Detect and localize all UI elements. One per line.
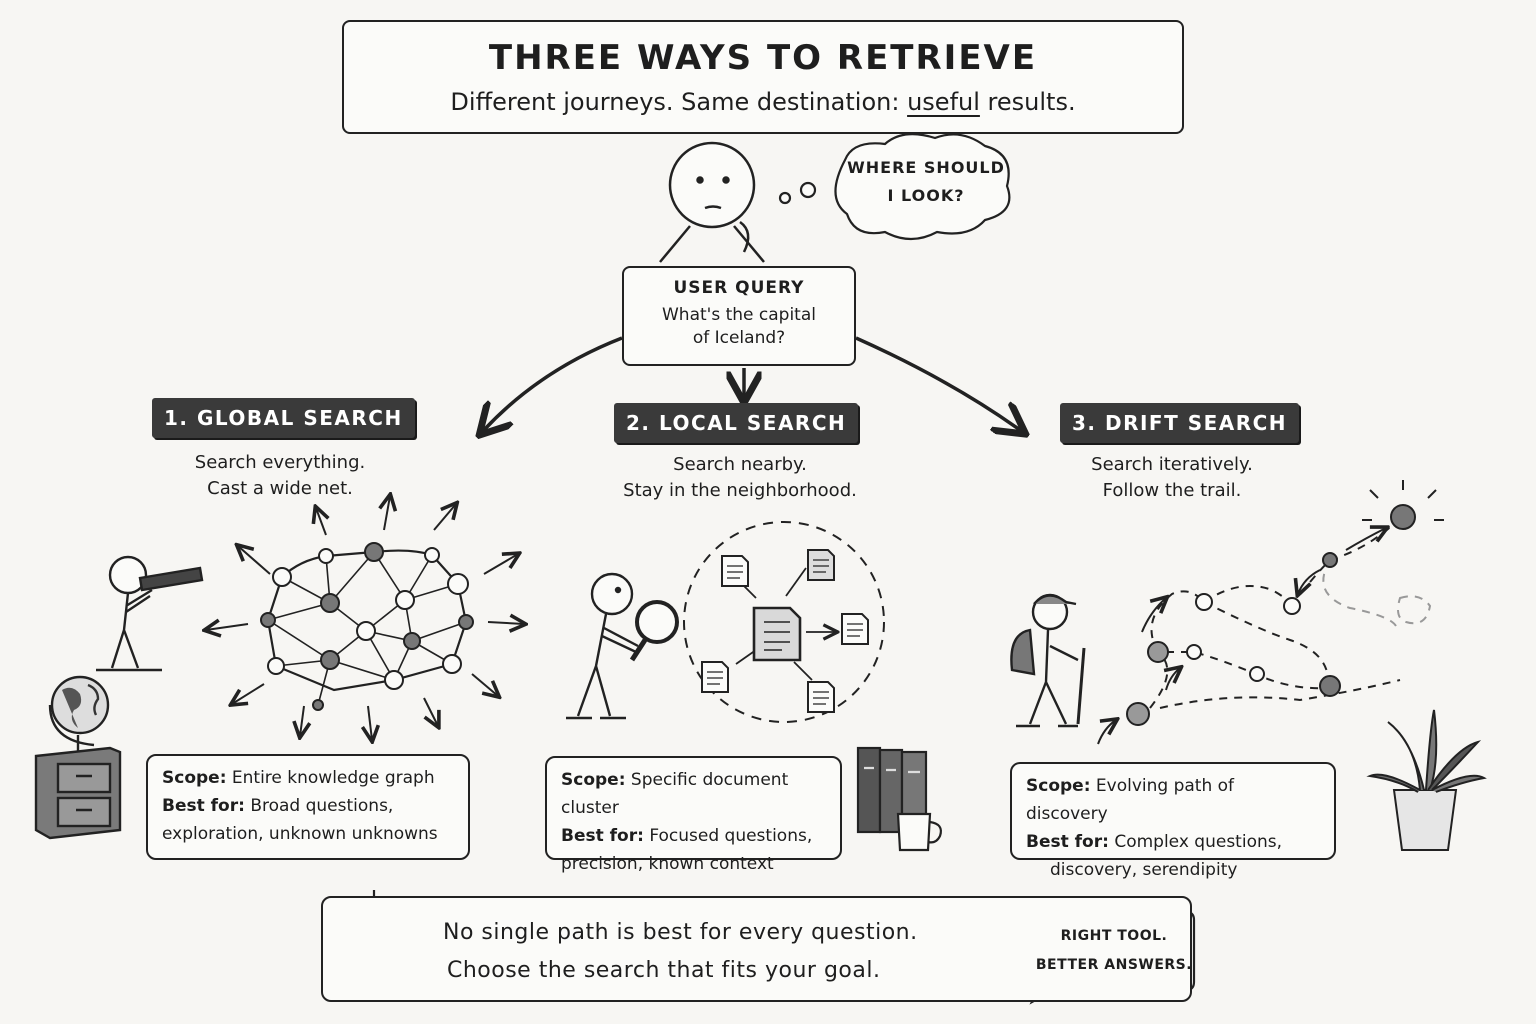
local-search-tag: 2. LOCAL SEARCH — [614, 403, 859, 443]
local-desc-line-2: Stay in the neighborhood. — [623, 480, 857, 501]
scope-value: Evolving path of discovery — [1026, 776, 1235, 824]
drift-desc-line-1: Search iteratively. — [1091, 454, 1253, 475]
global-best-for: Best for: Broad questions, — [162, 792, 454, 820]
best-for-label: Best for: — [162, 796, 245, 816]
best-for-value: Broad questions, — [250, 796, 394, 816]
thought-line-1: WHERE SHOULD — [847, 158, 1005, 177]
global-desc-line-1: Search everything. — [194, 452, 366, 473]
local-best-for-cont: precision, known context — [561, 854, 774, 874]
thought-text: WHERE SHOULD I LOOK? — [840, 154, 1012, 210]
thinking-person-icon — [659, 141, 765, 263]
scope-label: Scope: — [162, 768, 227, 788]
global-scope: Scope: Entire knowledge graph — [162, 764, 454, 792]
drift-search-description: Search iteratively. Follow the trail. — [1022, 452, 1322, 504]
magnifier-person-icon — [566, 572, 679, 720]
footer-line-2: Choose the search that fits your goal. — [447, 958, 881, 983]
drift-search-info: Scope: Evolving path of discovery Best f… — [1010, 762, 1336, 880]
coffee-mug-icon — [896, 812, 942, 852]
global-search-tag: 1. GLOBAL SEARCH — [152, 398, 415, 438]
thought-bubble-icon — [778, 133, 1011, 241]
page-title: THREE WAYS TO RETRIEVE — [488, 38, 1038, 78]
global-best-for-cont: exploration, unknown unknowns — [162, 824, 438, 844]
sun-icon — [1362, 480, 1444, 521]
speech-line-2: BETTER ANSWERS. — [1035, 957, 1193, 973]
local-search-info: Scope: Specific document cluster Best fo… — [545, 756, 842, 874]
best-for-value: Focused questions, — [649, 826, 813, 846]
thought-line-2: I LOOK? — [887, 186, 965, 205]
drift-search-tag: 3. DRIFT SEARCH — [1060, 403, 1300, 443]
scope-label: Scope: — [561, 770, 626, 790]
user-query-box: USER QUERY What's the capital of Iceland… — [622, 266, 856, 366]
subtitle-suffix: results. — [987, 88, 1076, 116]
hiker-icon — [1010, 593, 1086, 728]
drift-scope: Scope: Evolving path of discovery — [1026, 772, 1320, 828]
subtitle-prefix: Different journeys. Same destination: — [450, 88, 900, 116]
scope-value: Specific document cluster — [561, 770, 789, 818]
speech-text: RIGHT TOOL. BETTER ANSWERS. — [1034, 922, 1194, 980]
speech-line-1: RIGHT TOOL. — [1060, 928, 1168, 944]
footer-text: No single path is best for every questio… — [443, 914, 918, 990]
drift-best-for: Best for: Complex questions, — [1026, 828, 1320, 856]
footer-line-1: No single path is best for every questio… — [443, 920, 918, 945]
footer-box: No single path is best for every questio… — [321, 896, 1192, 1002]
scope-value: Entire knowledge graph — [231, 768, 435, 788]
page-subtitle: Different journeys. Same destination: us… — [344, 88, 1182, 116]
telescope-person-icon — [96, 555, 204, 672]
knowledge-graph-icon — [206, 496, 524, 740]
query-line-2: of Iceland? — [692, 328, 786, 348]
best-for-value: Complex questions, — [1114, 832, 1283, 852]
user-query-label: USER QUERY — [673, 278, 805, 298]
title-box: THREE WAYS TO RETRIEVE Different journey… — [342, 20, 1184, 134]
global-desc-line-2: Cast a wide net. — [207, 478, 353, 499]
drift-best-for-cont: discovery, serendipity — [1050, 860, 1238, 880]
globe-icon — [48, 675, 110, 757]
local-scope: Scope: Specific document cluster — [561, 766, 826, 822]
subtitle-emphasis: useful — [907, 88, 980, 116]
global-search-info: Scope: Entire knowledge graph Best for: … — [146, 754, 470, 860]
scope-label: Scope: — [1026, 776, 1091, 796]
best-for-label: Best for: — [1026, 832, 1109, 852]
local-desc-line-1: Search nearby. — [673, 454, 807, 475]
trail-path-icon — [1097, 504, 1432, 745]
document-icon — [701, 549, 869, 713]
potted-plant-icon — [1366, 709, 1487, 851]
query-line-1: What's the capital — [662, 305, 816, 325]
user-query-text: What's the capital of Iceland? — [624, 304, 854, 350]
file-cabinet-icon — [34, 746, 122, 840]
neighborhood-boundary — [683, 521, 885, 723]
best-for-label: Best for: — [561, 826, 644, 846]
global-search-description: Search everything. Cast a wide net. — [130, 450, 430, 502]
local-best-for: Best for: Focused questions, — [561, 822, 826, 850]
drift-desc-line-2: Follow the trail. — [1102, 480, 1242, 501]
local-search-description: Search nearby. Stay in the neighborhood. — [590, 452, 890, 504]
